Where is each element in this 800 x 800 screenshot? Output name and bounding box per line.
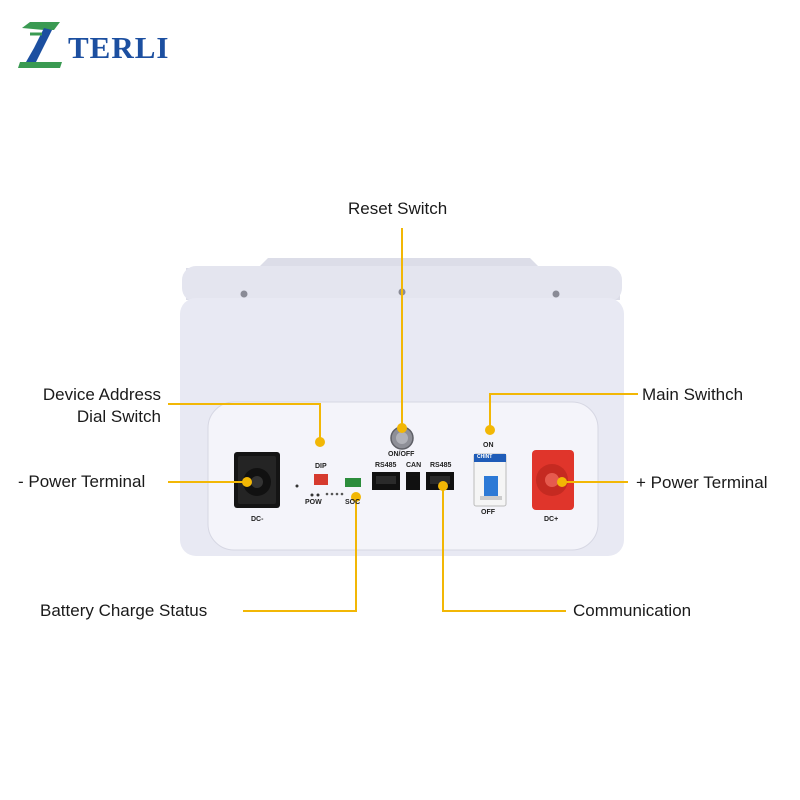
device-address-label-line1: Device Address — [42, 385, 161, 404]
leader-lines — [168, 228, 638, 612]
rs485-left-label: RS485 — [375, 462, 397, 469]
dip-leader-line — [168, 403, 321, 442]
soc-leds — [325, 478, 361, 496]
reset-switch-label: Reset Switch — [348, 199, 448, 218]
communication-leader-line — [442, 486, 566, 612]
dc-plus-label: DC+ — [544, 516, 559, 523]
terli-logo-icon — [18, 22, 62, 68]
dc-minus-label: DC- — [251, 516, 264, 523]
soc-label: SOC — [345, 499, 361, 506]
pow-led — [295, 484, 320, 497]
dip-label: DIP — [315, 463, 327, 470]
communication-label: Communication — [573, 601, 692, 620]
soc-leader-line — [243, 497, 357, 612]
rs485-right-label: RS485 — [430, 462, 452, 469]
can-port[interactable] — [406, 472, 420, 490]
dc-plus-terminal — [532, 450, 574, 510]
device-address-label-line2: Dial Switch — [76, 407, 161, 426]
power-plus-label: + Power Terminal — [636, 473, 768, 492]
leader-dots — [242, 423, 567, 502]
main-breaker-switch[interactable] — [473, 453, 507, 507]
dip-switch[interactable] — [314, 474, 328, 485]
can-label: CAN — [406, 462, 422, 469]
on-label: ON — [483, 442, 494, 449]
battery-charge-status-label: Battery Charge Status — [40, 601, 208, 620]
off-label: OFF — [481, 509, 495, 516]
main-switch-label: Main Swithch — [642, 385, 744, 404]
brand-name: TERLI — [68, 30, 170, 65]
main-switch-leader-line — [489, 393, 638, 430]
pow-label: POW — [305, 499, 322, 506]
power-minus-label: - Power Terminal — [18, 472, 146, 491]
reset-button[interactable] — [390, 426, 414, 450]
rs485-port-left[interactable] — [372, 472, 400, 490]
on-off-label: ON/OFF — [388, 451, 415, 458]
breaker-brand-label: CHINT — [477, 454, 493, 460]
dc-minus-terminal — [234, 452, 280, 508]
